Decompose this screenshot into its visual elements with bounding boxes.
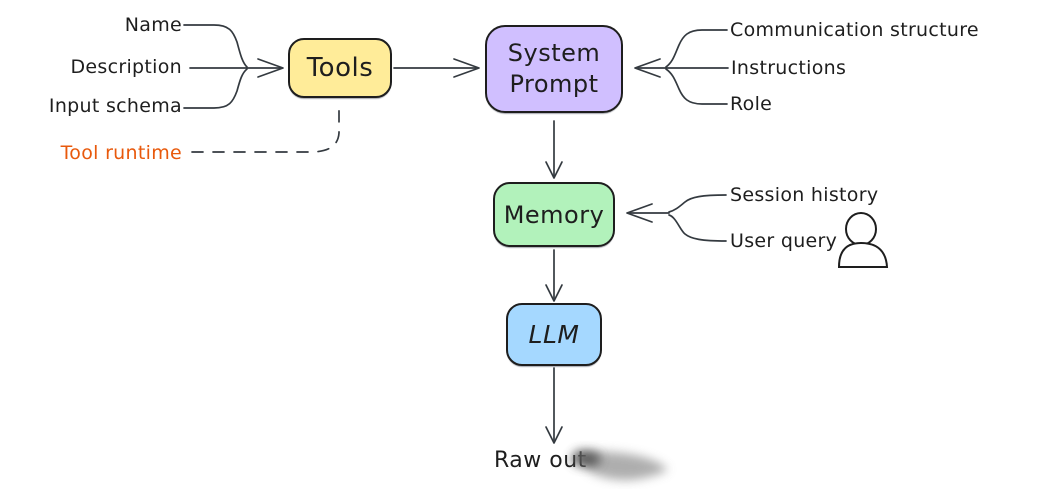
node-tools: Tools bbox=[288, 38, 392, 98]
label-user-query: User query bbox=[730, 230, 838, 252]
label-description: Description bbox=[70, 56, 182, 78]
label-instructions: Instructions bbox=[731, 57, 847, 79]
node-system-prompt: System Prompt bbox=[485, 25, 623, 113]
label-tool-runtime: Tool runtime bbox=[60, 142, 182, 164]
label-input-schema: Input schema bbox=[48, 95, 182, 117]
label-session-history: Session history bbox=[730, 184, 879, 206]
node-memory: Memory bbox=[493, 182, 615, 247]
memory-inputs-connector bbox=[626, 194, 727, 242]
tool-runtime-dashed-connector bbox=[191, 102, 340, 153]
label-role: Role bbox=[730, 93, 773, 115]
arrow-memory-to-llm bbox=[545, 249, 563, 302]
tools-inputs-connector bbox=[183, 24, 284, 109]
system-prompt-inputs-connector bbox=[634, 29, 729, 105]
arrow-system-prompt-to-memory bbox=[545, 120, 563, 179]
node-llm: LLM bbox=[506, 303, 602, 366]
label-name: Name bbox=[124, 14, 182, 36]
label-communication-structure: Communication structure bbox=[730, 19, 979, 41]
person-icon bbox=[837, 212, 889, 268]
label-raw-output: Raw out bbox=[494, 448, 587, 473]
arrow-llm-to-output bbox=[545, 367, 563, 444]
arrow-tools-to-system-prompt bbox=[393, 58, 480, 78]
